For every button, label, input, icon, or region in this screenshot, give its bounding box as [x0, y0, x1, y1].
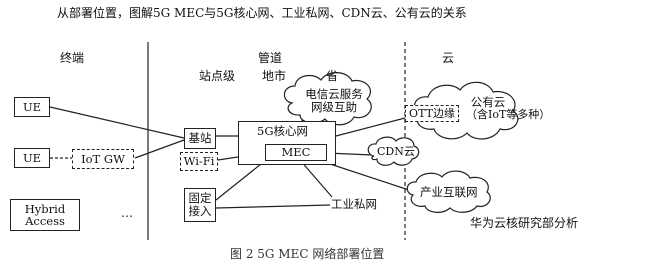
column-pipe: 管道 — [258, 51, 283, 65]
mec-node: MEC — [265, 144, 327, 161]
industry-internet-label: 产业互联网 — [420, 185, 478, 199]
telecom-cloud-line2: 网级互助 — [311, 100, 357, 114]
link-fixed-private-network — [215, 204, 331, 209]
public-cloud-line1: 公有云 — [470, 95, 506, 109]
link-iotgw-basestation — [134, 139, 185, 159]
level-city: 地市 — [262, 69, 287, 83]
telecom-cloud-shape — [283, 72, 372, 126]
hybrid-access-node: Hybrid Access — [10, 199, 80, 231]
fixed-access-line1: 固定 — [188, 191, 212, 205]
hybrid-access-line2: Access — [25, 214, 65, 228]
link-core-ott — [335, 117, 406, 137]
hybrid-access-line1: Hybrid — [24, 202, 66, 216]
base-station-node: 基站 — [184, 128, 216, 149]
fixed-access-line2: 接入 — [188, 204, 212, 218]
link-fixed-mec — [215, 159, 267, 201]
link-ue1-basestation — [49, 106, 185, 139]
public-cloud-line2: （含IoT等多种） — [466, 108, 551, 121]
diagram-title: 从部署位置，图解5G MEC与5G核心网、工业私网、CDN云、公有云的关系 — [57, 6, 467, 20]
level-province: 省 — [326, 69, 339, 83]
figure-caption: 图 2 5G MEC 网络部署位置 — [230, 247, 385, 261]
level-site: 站点级 — [199, 69, 236, 83]
telecom-cloud-label: 电信云服务 网级互助 — [303, 88, 365, 114]
column-cloud: 云 — [442, 51, 455, 65]
telecom-cloud-line1: 电信云服务 — [305, 87, 363, 101]
ott-edge-node: OTT边缘 — [405, 105, 459, 122]
public-cloud-label: 公有云 — [462, 96, 514, 109]
terminal-ellipsis: … — [121, 206, 133, 220]
core-network-label: 5G核心网 — [257, 124, 309, 138]
cdn-cloud-shape — [367, 136, 420, 166]
source-note: 华为云核研究部分析 — [470, 216, 579, 230]
fixed-access-node: 固定 接入 — [184, 188, 216, 222]
wifi-node: Wi-Fi — [180, 152, 218, 171]
industrial-private-network-label: 工业私网 — [331, 197, 377, 211]
industry-cloud-shape — [406, 170, 491, 213]
public-cloud-shape — [413, 81, 519, 140]
iot-gw-node: IoT GW — [72, 149, 134, 169]
link-mec-private-network — [299, 159, 333, 198]
ue-node-1: UE — [14, 97, 50, 117]
cdn-cloud-label: CDN云 — [377, 145, 415, 158]
column-terminal: 终端 — [60, 51, 85, 65]
ue-node-2: UE — [14, 148, 50, 168]
